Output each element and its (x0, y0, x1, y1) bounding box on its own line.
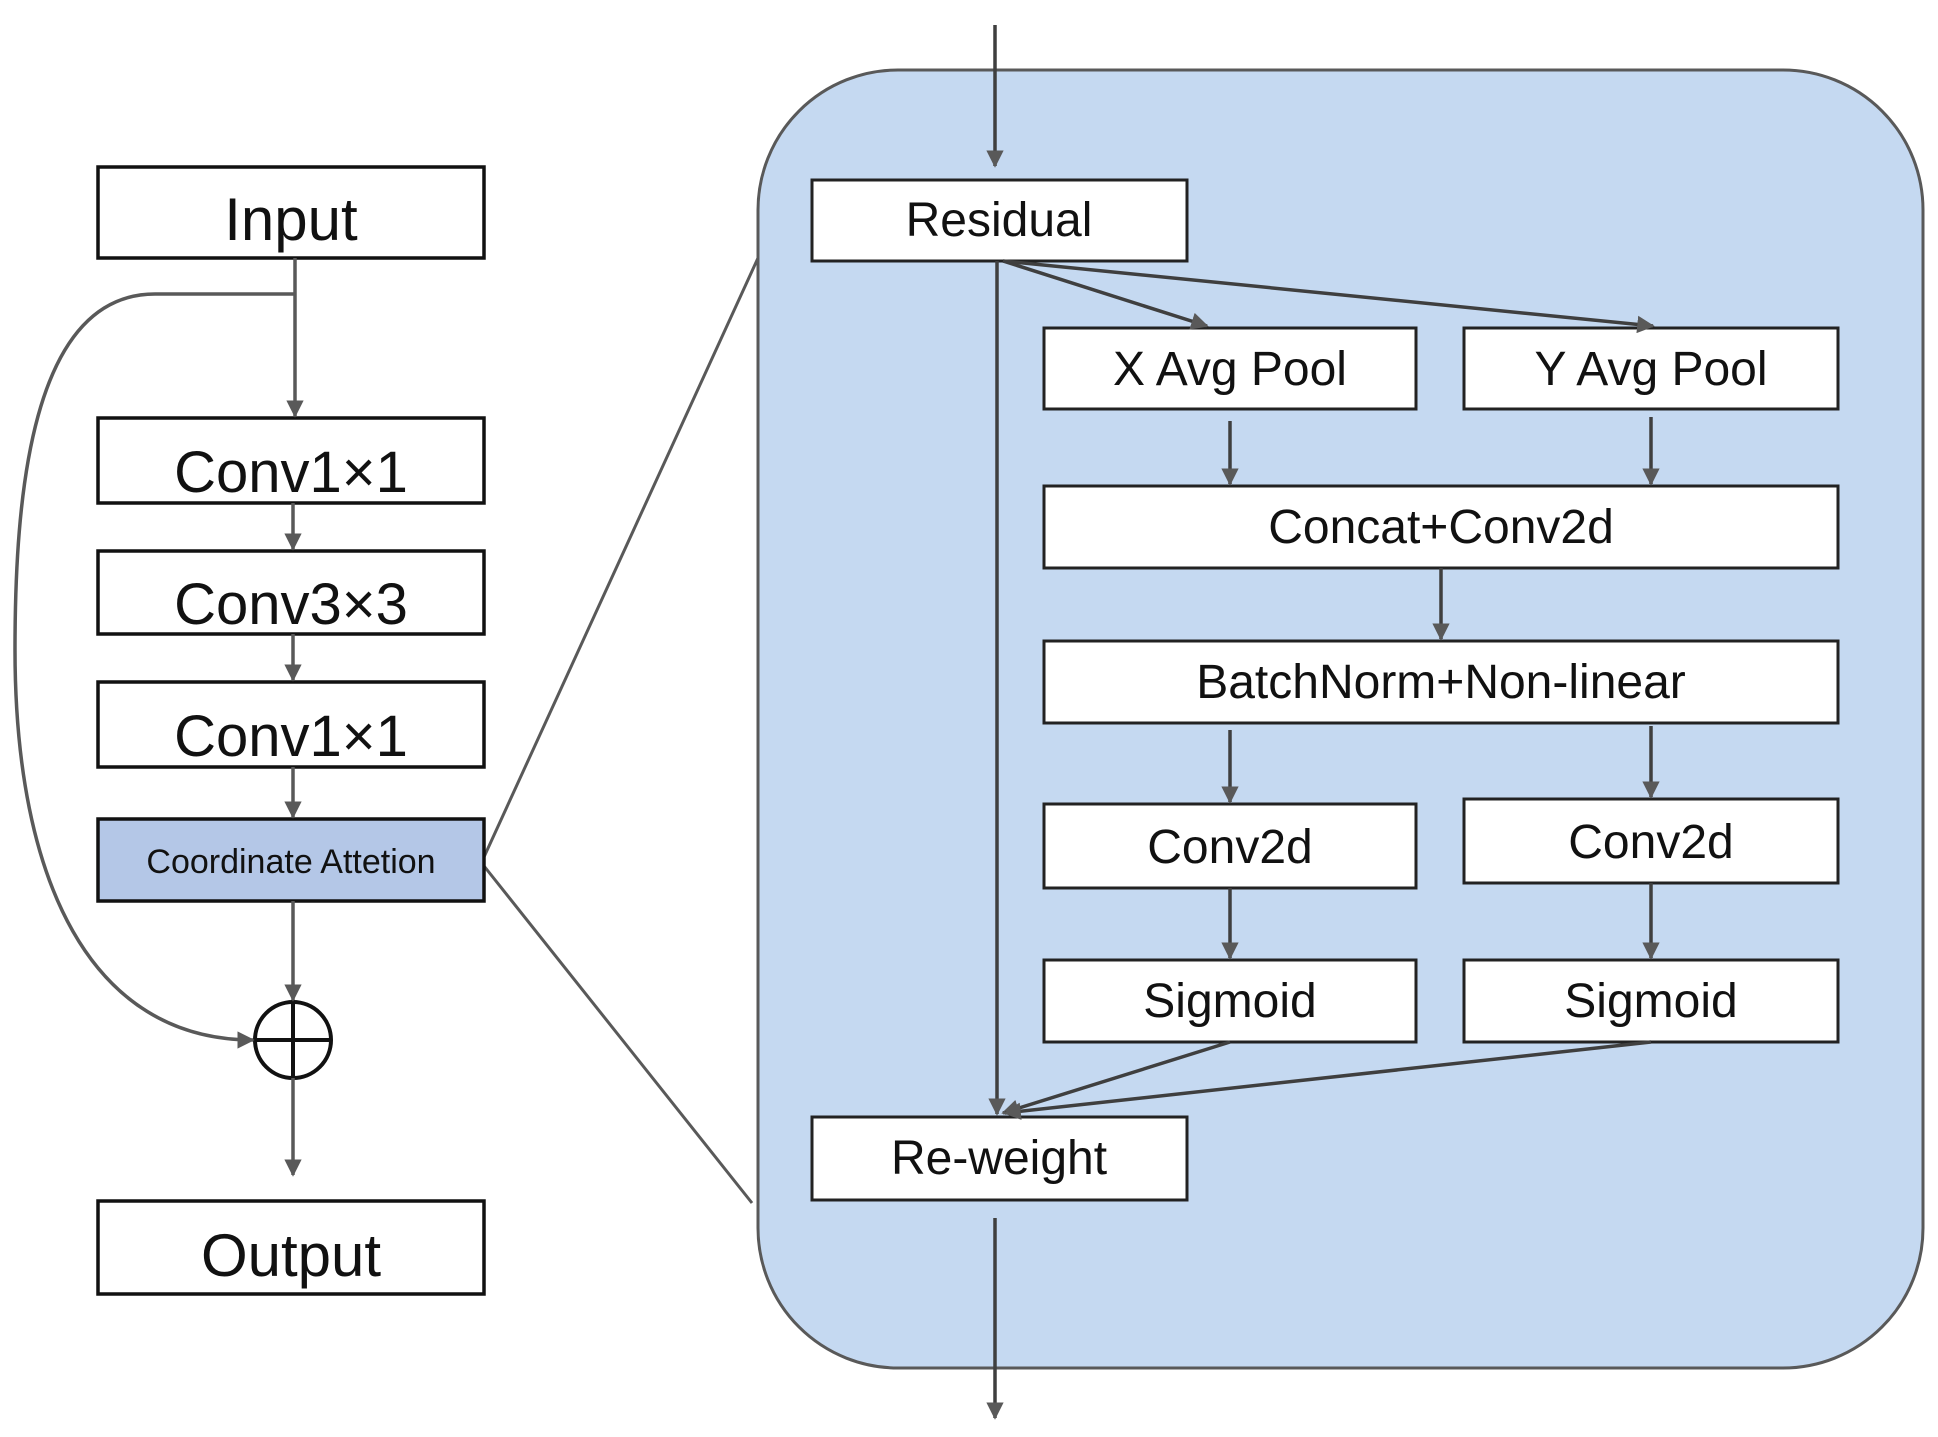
reweight-label: Re-weight (891, 1132, 1107, 1185)
concat-conv-box (1042, 484, 1840, 570)
output-box (96, 1199, 486, 1296)
x-avg-pool-label: X Avg Pool (1113, 343, 1347, 396)
input-label: Input (224, 186, 358, 253)
coordinate-attention-box (96, 817, 486, 903)
y-avg-pool-label: Y Avg Pool (1534, 343, 1767, 396)
sigmoid-right-box (1462, 958, 1840, 1044)
conv2d-left-box (1042, 802, 1418, 890)
residual-label: Residual (906, 194, 1093, 247)
conv1x1-bottom-label: Conv1×1 (174, 704, 408, 769)
batchnorm-box (1042, 639, 1840, 725)
sigmoid-left-box (1042, 958, 1418, 1044)
reweight-box (810, 1115, 1189, 1202)
arrow-residual-ypool (1002, 259, 1655, 334)
concat-conv-label: Concat+Conv2d (1268, 501, 1614, 554)
residual-box (810, 178, 1189, 263)
sigmoid-right-label: Sigmoid (1564, 975, 1737, 1028)
output-label: Output (201, 1222, 381, 1289)
arrow-sigmoid-right-reweight (1003, 1040, 1652, 1120)
skip-connection-arrow (13, 292, 295, 1049)
conv3x3-label: Conv3×3 (174, 572, 408, 637)
y-avg-pool-box (1462, 326, 1840, 411)
input-box (96, 165, 486, 260)
arrow-residual-xpool (1002, 259, 1209, 330)
conv2d-left-label: Conv2d (1147, 821, 1312, 874)
sigmoid-left-label: Sigmoid (1143, 975, 1316, 1028)
zoom-line-bottom (482, 865, 754, 1204)
conv1x1-bottom-box (96, 680, 486, 769)
left-flow: Input Conv1×1 Conv3×3 Conv1×1 Coordinate… (13, 165, 486, 1296)
conv3x3-box (96, 549, 486, 636)
conv1x1-top-label: Conv1×1 (174, 440, 408, 505)
arrow-sigmoid-left-reweight (1001, 1040, 1231, 1117)
coordinate-attention-label: Coordinate Attetion (146, 843, 435, 881)
conv2d-right-box (1462, 797, 1840, 885)
zoom-line-top (482, 257, 760, 858)
conv2d-right-label: Conv2d (1568, 816, 1733, 869)
x-avg-pool-box (1042, 326, 1418, 411)
conv1x1-top-box (96, 416, 486, 505)
batchnorm-label: BatchNorm+Non-linear (1196, 656, 1686, 709)
detail-flow: Residual X Avg Pool Y Avg Pool Concat+Co… (810, 25, 1840, 1420)
